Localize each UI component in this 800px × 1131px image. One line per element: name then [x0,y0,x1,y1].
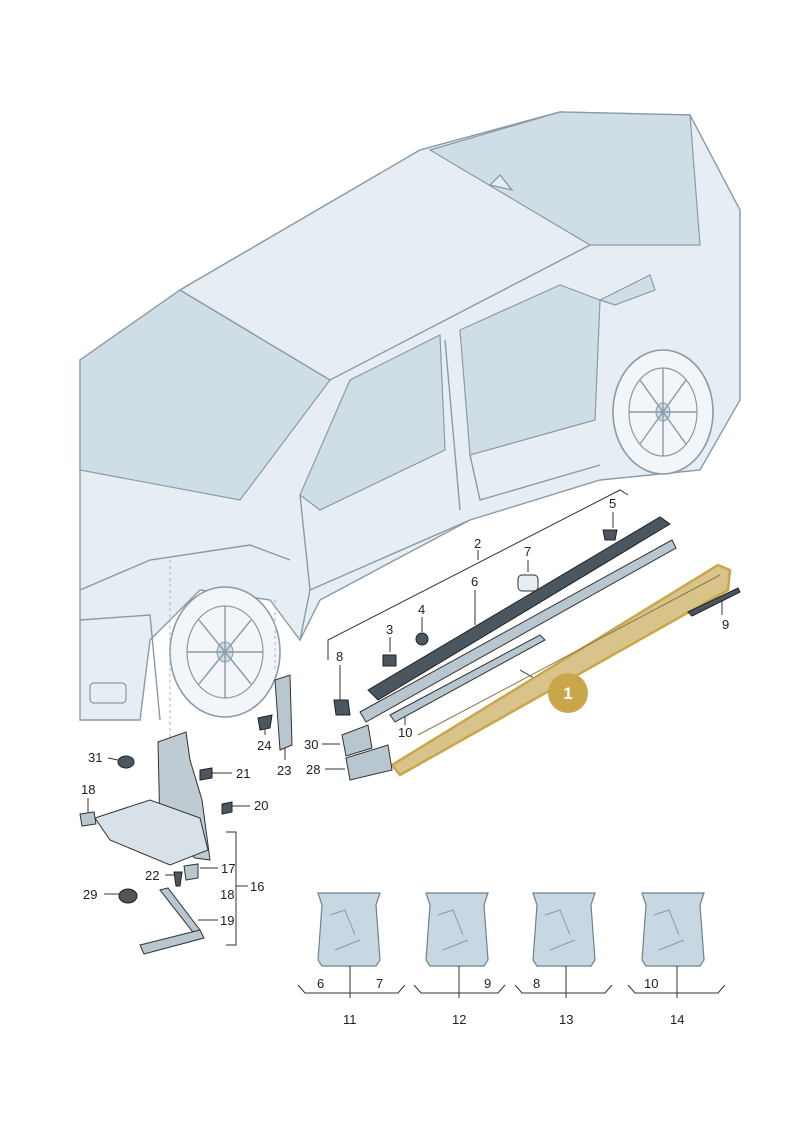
grommet-7-part [517,574,539,592]
kit-11-content-1: 6 [317,976,324,991]
kit-14-content-1: 10 [644,976,658,991]
label-28: 28 [306,762,320,777]
parts [79,516,741,955]
label-30: 30 [304,737,318,752]
label-18-left: 18 [81,782,95,797]
kit-bag-icon [532,892,596,967]
label-20: 20 [254,798,268,813]
underbody-panel-part [94,799,209,866]
bracket-8-part [333,699,351,716]
kit-bag-icon [317,892,381,967]
bolt-21-part [199,767,213,781]
label-18-right: 18 [220,887,234,902]
label-8: 8 [336,649,343,664]
clip-18-part [79,811,97,827]
label-31: 31 [88,750,102,765]
trim-23-part [274,674,293,751]
nut-29-part [118,888,138,904]
kit-13-number: 13 [559,1012,573,1027]
bracket-28-part [345,744,393,781]
label-5: 5 [609,496,616,511]
clip-4-part [415,632,429,646]
kit-bag-icon [425,892,489,967]
highlighted-sill-panel [390,563,732,777]
label-10: 10 [398,725,412,740]
clip-3-part [382,654,397,667]
highlight-number: 1 [563,684,572,703]
screw-22-part [173,871,183,887]
bracket-19-part [139,929,205,955]
highlight-badge[interactable]: 1 [548,673,588,713]
label-3: 3 [386,622,393,637]
kit-12-content-1: 9 [484,976,491,991]
front-wheel-icon [169,586,281,718]
bolt-20-part [221,801,233,815]
kit-11-content-2: 7 [376,976,383,991]
clip-17-part [183,863,199,881]
label-19: 19 [220,913,234,928]
label-23: 23 [277,763,291,778]
kit-13: 8 13 [514,892,613,1027]
kit-12: 9 12 [413,892,506,1027]
label-6: 6 [471,574,478,589]
clip-24-part [257,714,273,731]
leader-lines [87,489,723,946]
label-17: 17 [221,861,235,876]
kit-11: 6 7 11 [297,892,406,1027]
rear-wheel-icon [612,349,714,475]
label-21: 21 [236,766,250,781]
repair-kits: 6 7 11 9 12 8 13 10 14 [297,892,726,1027]
car-illustration [79,111,741,721]
kit-11-number: 11 [343,1012,357,1027]
label-7: 7 [524,544,531,559]
sill-trim-lower-part [359,539,677,723]
label-9: 9 [722,617,729,632]
kit-14: 10 14 [627,892,726,1027]
part-labels: 2 3 4 5 6 7 8 9 10 16 17 18 18 19 20 21 … [81,496,729,928]
label-22: 22 [145,868,159,883]
label-16: 16 [250,879,264,894]
end-cap-part [687,587,741,617]
label-29: 29 [83,887,97,902]
kit-12-number: 12 [452,1012,466,1027]
strip-part [389,634,546,723]
kit-14-number: 14 [670,1012,684,1027]
nut-31-part [117,755,135,769]
kit-bag-icon [641,892,705,967]
seal-19-part [159,887,201,937]
bracket-30-part [341,724,373,757]
kit-13-content-1: 8 [533,976,540,991]
label-24: 24 [257,738,271,753]
label-4: 4 [418,602,425,617]
sill-trim-part [367,516,671,701]
label-2: 2 [474,536,481,551]
clip-5-part [602,529,618,541]
